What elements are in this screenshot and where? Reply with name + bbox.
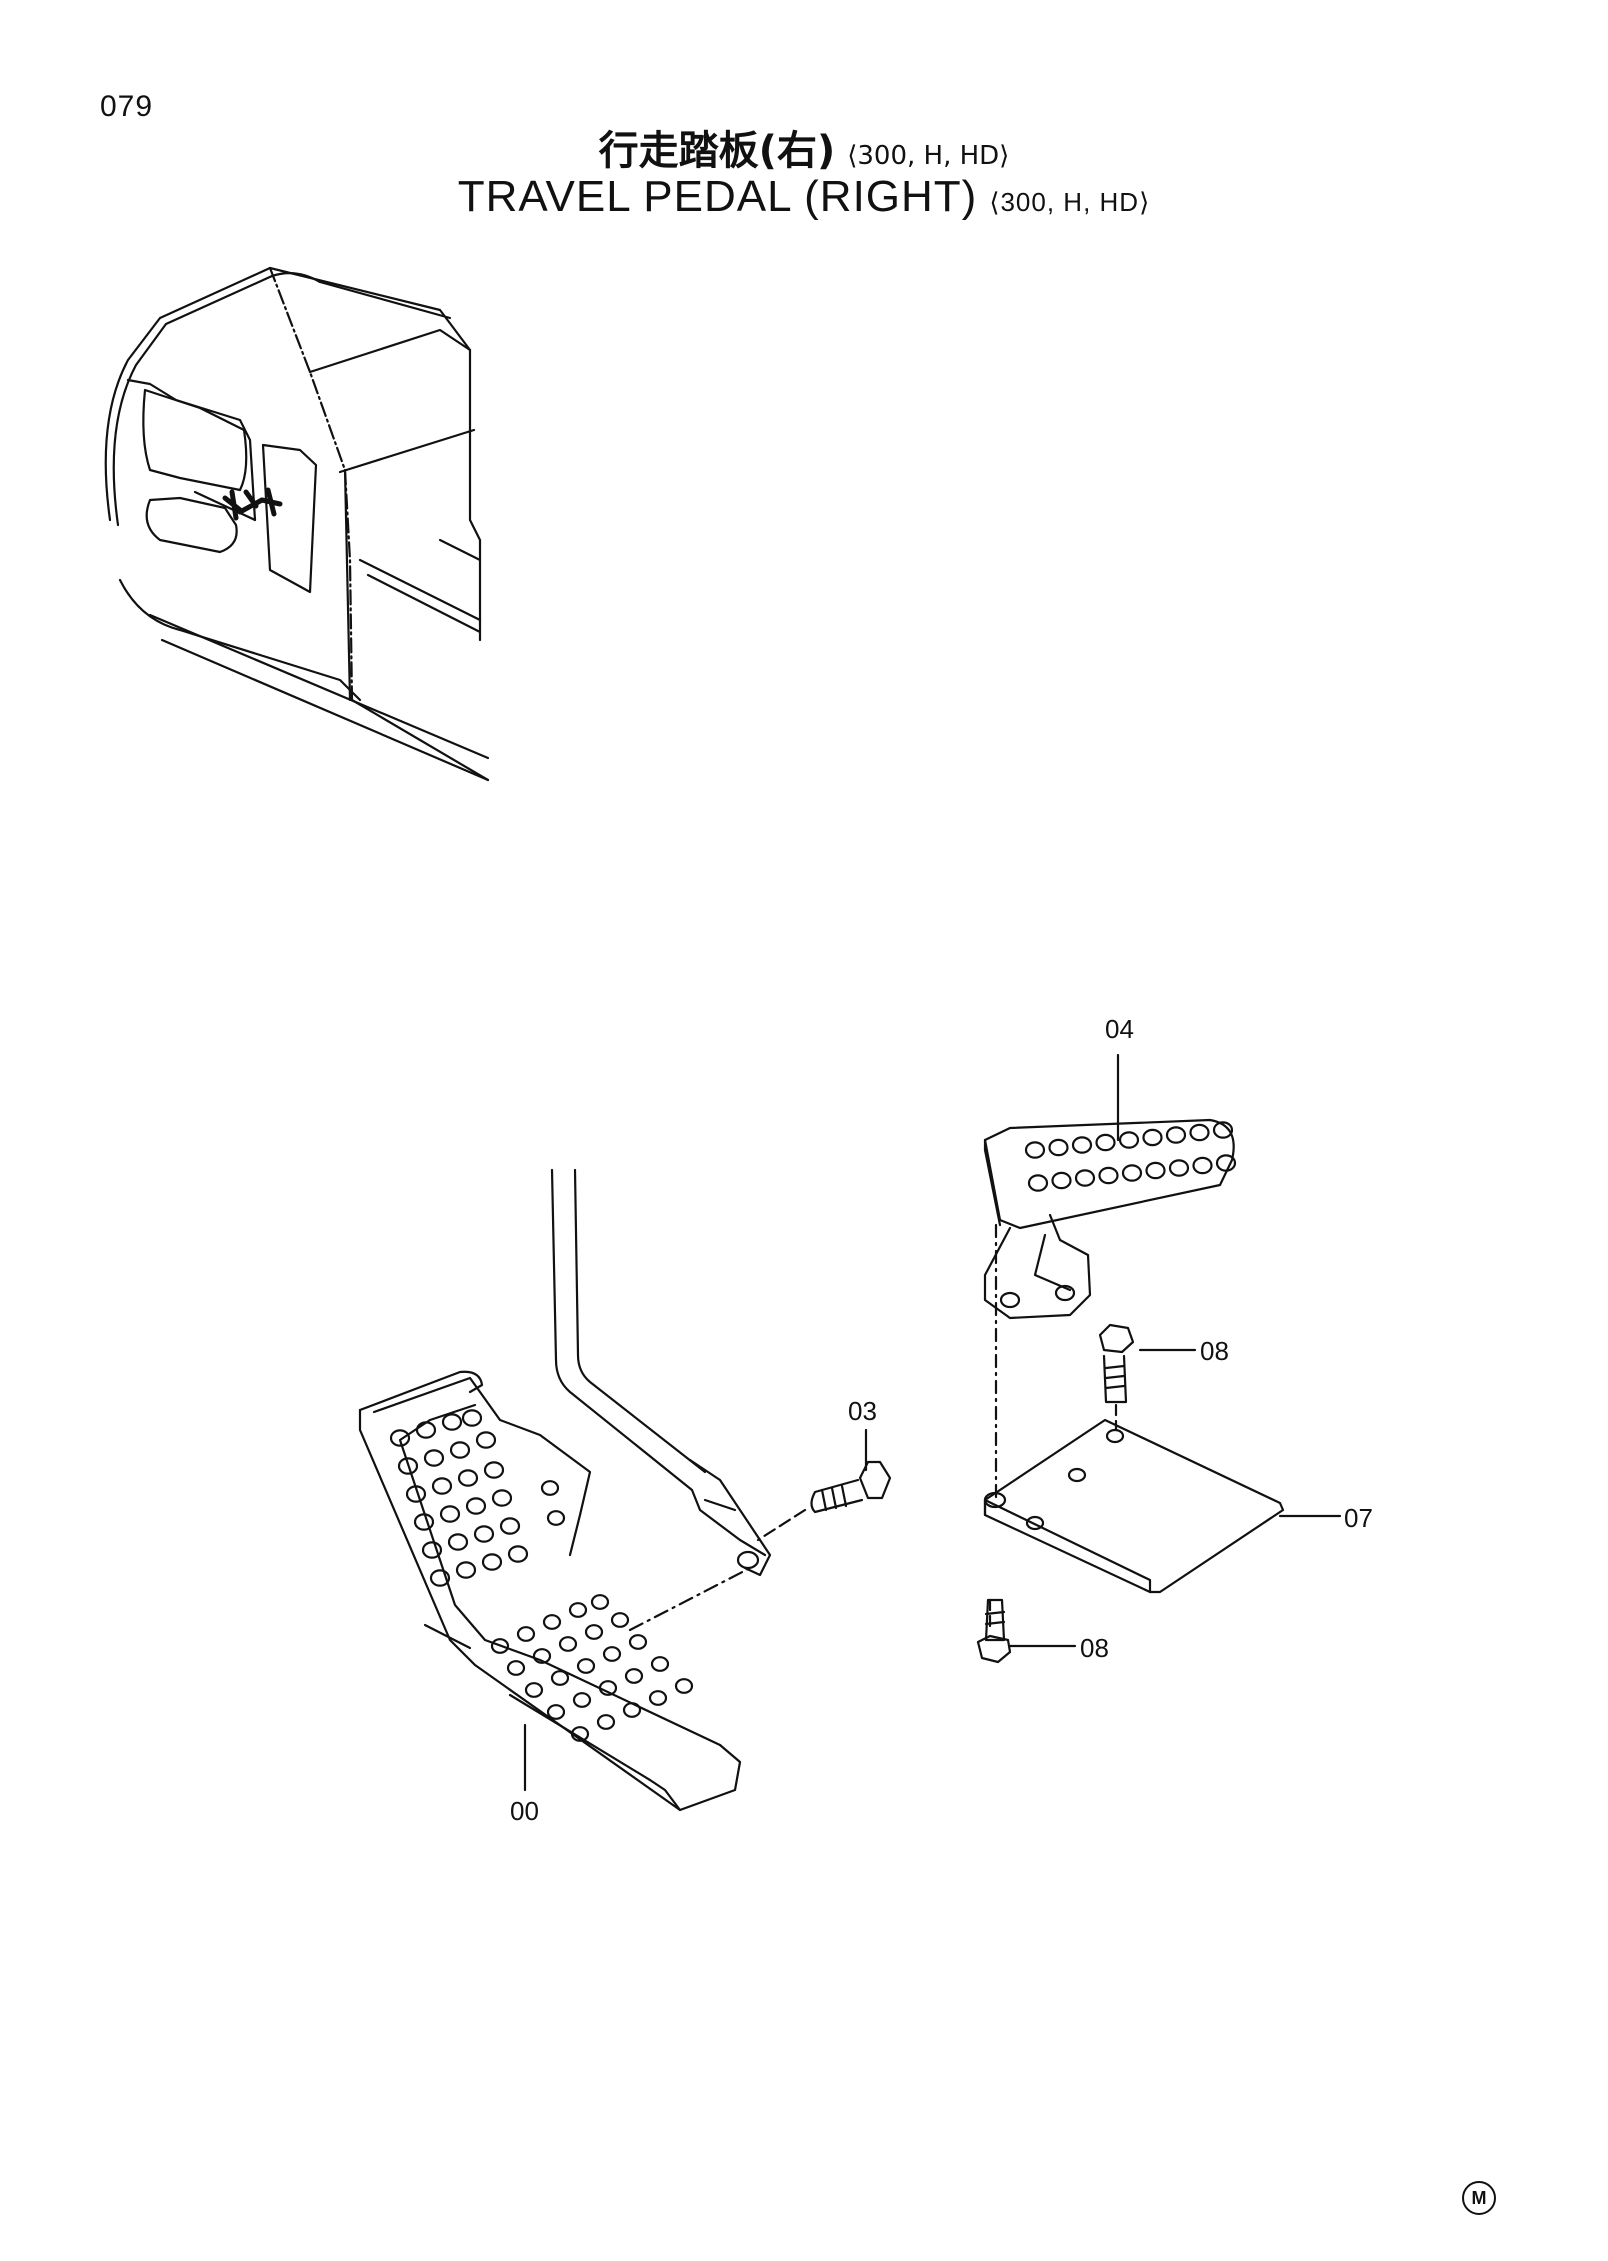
callout-04: 04 [1105, 1014, 1134, 1044]
tread-stud [457, 1469, 479, 1487]
tread-stud [1074, 1169, 1096, 1187]
tread-stud [439, 1505, 461, 1523]
tread-stud [1027, 1174, 1049, 1192]
title-en-text: TRAVEL PEDAL (RIGHT) [457, 172, 978, 221]
tread-stud [622, 1702, 642, 1718]
tread-stud [506, 1660, 526, 1676]
tread-stud [546, 1704, 566, 1720]
tread-stud [1192, 1156, 1213, 1175]
tread-stud [389, 1429, 411, 1447]
tread-stud [465, 1497, 487, 1515]
tread-stud [405, 1485, 427, 1503]
title-jp-text: 行走踏板(右) [598, 128, 836, 174]
tread-stud [1048, 1138, 1069, 1157]
tread-stud [490, 1638, 510, 1654]
assembly-line [628, 1565, 754, 1632]
tread-stud [481, 1553, 503, 1571]
tread-stud [449, 1441, 471, 1459]
callout-00: 00 [510, 1796, 539, 1826]
tread-stud [546, 1510, 566, 1526]
bolt-03 [756, 1460, 892, 1542]
pedal-lever-arm [550, 1168, 772, 1577]
cab-overview-illustration [104, 266, 490, 782]
floor-plate-07 [983, 1418, 1285, 1594]
tread-stud [415, 1421, 437, 1439]
tread-stud [576, 1658, 596, 1674]
tread-stud [1168, 1159, 1190, 1177]
tread-stud [429, 1569, 451, 1587]
tread-stud [491, 1489, 513, 1507]
pedal-04 [983, 1118, 1237, 1320]
tread-stud [1024, 1141, 1046, 1159]
callout-08-lower: 08 [1080, 1633, 1109, 1663]
pedal-location-marker [222, 487, 283, 521]
tread-stud [570, 1726, 590, 1742]
tread-stud [624, 1668, 644, 1684]
tread-stud [1165, 1126, 1187, 1144]
tread-stud [610, 1612, 630, 1628]
callout-03: 03 [848, 1396, 877, 1426]
bolt-08-upper [1098, 1323, 1135, 1432]
tread-stud [1121, 1164, 1143, 1182]
tread-stud [1145, 1161, 1166, 1180]
tread-stud [1071, 1136, 1093, 1154]
tread-stud [628, 1634, 648, 1650]
tread-stud [1215, 1154, 1237, 1172]
page-title-english: TRAVEL PEDAL (RIGHT) ⟨300, H, HD⟩ [0, 172, 1608, 222]
tread-stud [542, 1614, 562, 1630]
tread-stud [540, 1480, 560, 1496]
callout-08-upper: 08 [1200, 1336, 1229, 1366]
tread-stud [1212, 1121, 1234, 1139]
variant-label-jp: ⟨300, H, HD⟩ [847, 141, 1010, 171]
tread-stud [1142, 1128, 1163, 1147]
tread-stud [499, 1517, 521, 1535]
tread-stud [447, 1533, 469, 1551]
tread-stud [532, 1648, 552, 1664]
tread-stud [431, 1477, 453, 1495]
tread-stud [524, 1682, 544, 1698]
tread-stud [1189, 1123, 1210, 1142]
tread-stud [461, 1409, 483, 1427]
bolt-08-lower [976, 1223, 1012, 1664]
tread-stud [550, 1670, 570, 1686]
variant-label-en: ⟨300, H, HD⟩ [989, 187, 1151, 217]
tread-stud [650, 1656, 670, 1672]
pedal-00 [358, 1370, 742, 1812]
tread-stud [516, 1626, 536, 1642]
tread-stud [423, 1449, 445, 1467]
tread-stud [1098, 1166, 1119, 1185]
tread-stud [1118, 1131, 1140, 1149]
leader-lines [523, 1053, 1342, 1792]
tread-stud [568, 1602, 588, 1618]
tread-stud [507, 1545, 529, 1563]
tread-stud [596, 1714, 616, 1730]
page-number: 079 [100, 90, 154, 123]
tread-stud [598, 1680, 618, 1696]
tread-stud [590, 1594, 610, 1610]
tread-stud [483, 1461, 505, 1479]
tread-stud [648, 1690, 668, 1706]
tread-stud [602, 1646, 622, 1662]
callout-07: 07 [1344, 1503, 1373, 1533]
tread-stud [584, 1624, 604, 1640]
tread-stud [1051, 1171, 1072, 1190]
page-title-japanese: 行走踏板(右) ⟨300, H, HD⟩ [0, 118, 1608, 176]
tread-stud [421, 1541, 443, 1559]
tread-stud [397, 1457, 419, 1475]
tread-stud [473, 1525, 495, 1543]
corner-mark-icon: M [1462, 2181, 1496, 2215]
tread-stud [441, 1413, 463, 1431]
tread-stud [475, 1431, 497, 1449]
tread-stud [674, 1678, 694, 1694]
tread-stud [413, 1513, 435, 1531]
tread-stud [558, 1636, 578, 1652]
tread-stud [572, 1692, 592, 1708]
tread-stud [455, 1561, 477, 1579]
tread-stud [1095, 1133, 1116, 1152]
